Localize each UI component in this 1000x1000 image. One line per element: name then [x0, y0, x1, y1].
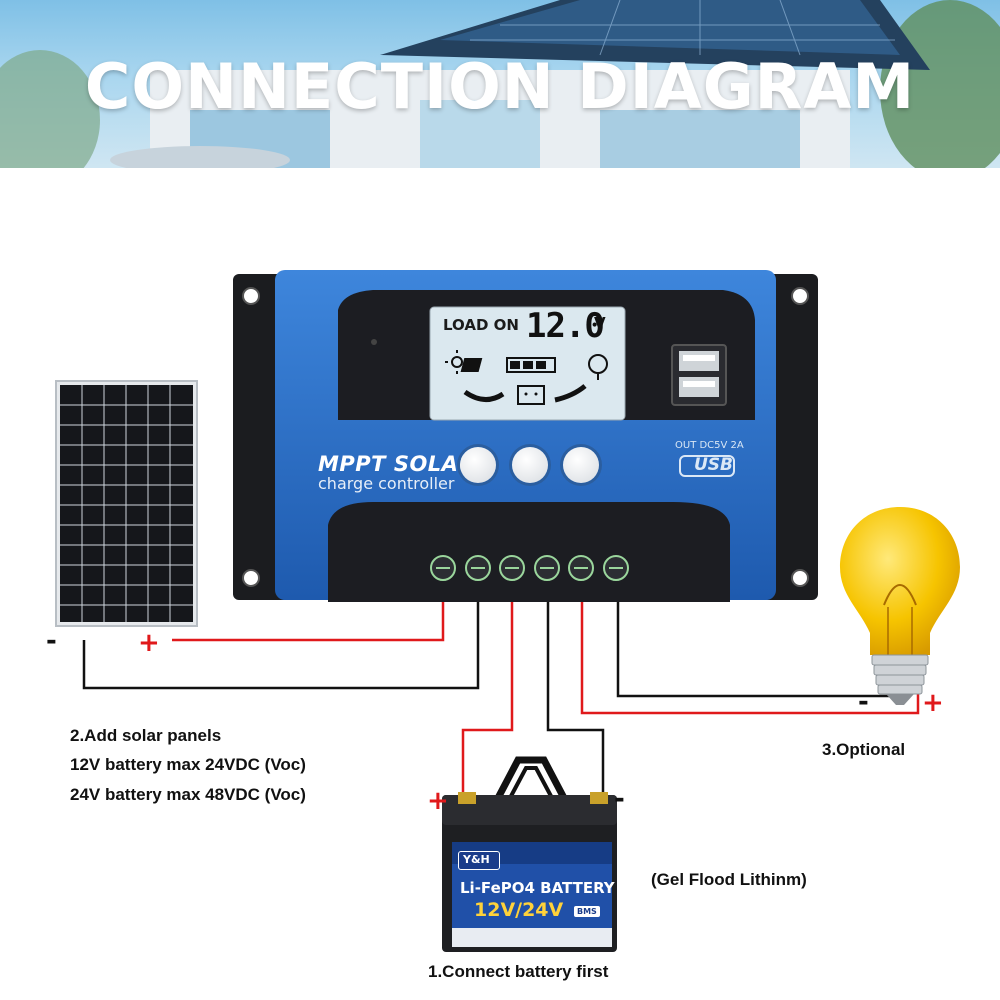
battery-bms-badge: BMS — [574, 906, 600, 917]
battery-types-label: (Gel Flood Lithinm) — [651, 870, 807, 889]
terminal-battery-negative — [534, 555, 560, 581]
solar-panel-icon — [460, 358, 483, 372]
battery-negative-symbol: - — [614, 784, 625, 814]
lcd-voltage: 12.0 — [526, 306, 605, 346]
battery-brand: Y&H — [463, 853, 490, 866]
step2-line2: 24V battery max 48VDC (Voc) — [70, 785, 306, 804]
wire-load-negative — [616, 590, 895, 698]
step2-line1: 12V battery max 24VDC (Voc) — [70, 755, 306, 774]
usb-logo-frame — [679, 455, 735, 477]
header-banner: CONNECTION DIAGRAM — [0, 0, 1000, 168]
step3-label: 3.Optional — [822, 740, 906, 759]
wire-solar-positive — [172, 590, 445, 642]
solar-positive-symbol: + — [138, 628, 160, 658]
wire-load-positive — [580, 590, 920, 715]
up-button[interactable] — [512, 447, 548, 483]
terminal-solar-positive — [430, 555, 456, 581]
arrow-icon — [463, 389, 505, 402]
battery-voltage: 12V/24V — [474, 899, 564, 921]
brand-subtitle: charge controller — [318, 474, 455, 493]
terminal-battery-positive — [499, 555, 525, 581]
charge-controller — [233, 270, 818, 602]
battery-icon — [506, 357, 556, 405]
terminal-load-negative — [603, 555, 629, 581]
brand-title: MPPT SOLAR — [318, 452, 476, 476]
battery-chemistry: Li-FePO4 BATTERY — [460, 879, 615, 897]
battery-positive-symbol: + — [427, 786, 449, 816]
down-button[interactable] — [563, 447, 599, 483]
arrow-icon — [554, 384, 587, 403]
usb-spec: OUT DC5V 2A — [675, 440, 744, 451]
step1-label: 1.Connect battery first — [428, 962, 609, 981]
lcd-unit: V — [594, 314, 606, 332]
terminal-block — [430, 555, 629, 581]
terminal-load-positive — [568, 555, 594, 581]
battery — [442, 756, 617, 952]
solar-panel — [55, 380, 198, 627]
load-positive-symbol: + — [922, 688, 944, 718]
solar-negative-symbol: - — [46, 626, 57, 656]
house-background — [0, 0, 1000, 168]
load-negative-symbol: - — [858, 687, 869, 717]
bulb-icon — [840, 507, 960, 705]
terminal-solar-negative — [465, 555, 491, 581]
wire-solar-negative — [82, 590, 480, 690]
bulb-icon — [588, 354, 608, 380]
lcd-icons — [445, 350, 608, 405]
lcd-load-status: LOAD ON — [443, 316, 519, 334]
menu-button[interactable] — [460, 447, 496, 483]
usb-logo: USB — [694, 455, 734, 475]
step2-title: 2.Add solar panels — [70, 726, 222, 745]
wire-battery-positive — [461, 590, 514, 800]
page-title: CONNECTION DIAGRAM — [84, 50, 916, 123]
wire-battery-negative — [546, 590, 605, 800]
battery-brand-badge — [458, 851, 500, 870]
usb-port-icon — [671, 344, 727, 406]
